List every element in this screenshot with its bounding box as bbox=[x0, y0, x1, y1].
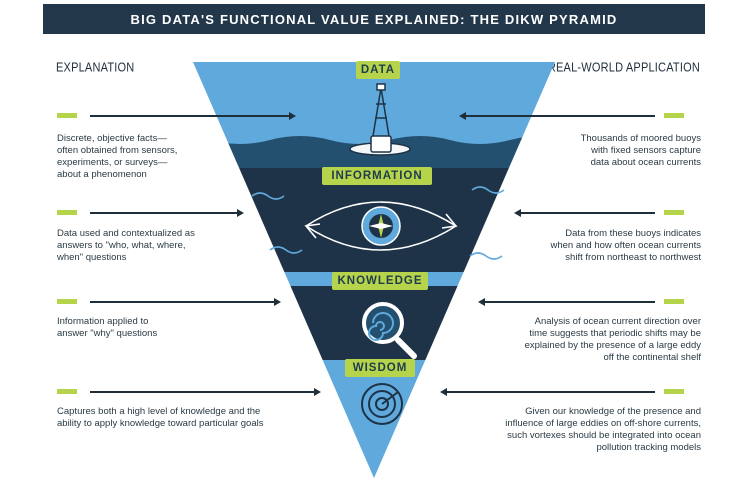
arrow-left bbox=[440, 388, 655, 396]
accent-bar bbox=[57, 210, 77, 215]
vortex-icon bbox=[361, 383, 403, 425]
application-data: Thousands of moored buoys with fixed sen… bbox=[580, 133, 701, 168]
accent-bar bbox=[664, 210, 684, 215]
arrow-left bbox=[478, 298, 655, 306]
arrow-right bbox=[90, 388, 321, 396]
arrow-left bbox=[459, 112, 655, 120]
arrow-left bbox=[514, 209, 655, 217]
buoy-icon bbox=[349, 83, 411, 156]
explanation-header: EXPLANATION bbox=[56, 61, 135, 75]
level-label-wisdom: WISDOM bbox=[345, 359, 415, 377]
application-knowledge: Analysis of ocean current direction over… bbox=[524, 316, 701, 363]
compass-icon bbox=[361, 206, 401, 246]
level-label-knowledge: KNOWLEDGE bbox=[332, 272, 428, 290]
arrow-right bbox=[90, 298, 281, 306]
application-header: REAL-WORLD APPLICATION bbox=[547, 61, 700, 75]
explanation-data: Discrete, objective facts— often obtaine… bbox=[57, 133, 178, 180]
magnifier-icon bbox=[362, 302, 417, 359]
page-title: BIG DATA'S FUNCTIONAL VALUE EXPLAINED: T… bbox=[43, 4, 705, 34]
arrow-right bbox=[90, 209, 244, 217]
explanation-information: Data used and contextualized as answers … bbox=[57, 228, 195, 263]
accent-bar bbox=[57, 299, 77, 304]
accent-bar bbox=[664, 389, 684, 394]
accent-bar bbox=[664, 299, 684, 304]
level-label-data: DATA bbox=[356, 61, 400, 79]
arrow-right bbox=[90, 112, 296, 120]
accent-bar bbox=[664, 113, 684, 118]
accent-bar bbox=[57, 113, 77, 118]
application-information: Data from these buoys indicates when and… bbox=[550, 228, 701, 263]
level-label-information: INFORMATION bbox=[322, 167, 432, 185]
compass-eye-icon bbox=[251, 186, 505, 260]
explanation-wisdom: Captures both a high level of knowledge … bbox=[57, 406, 264, 429]
explanation-knowledge: Information applied to answer "why" ques… bbox=[57, 316, 158, 339]
accent-bar bbox=[57, 389, 77, 394]
application-wisdom: Given our knowledge of the presence and … bbox=[505, 406, 701, 453]
